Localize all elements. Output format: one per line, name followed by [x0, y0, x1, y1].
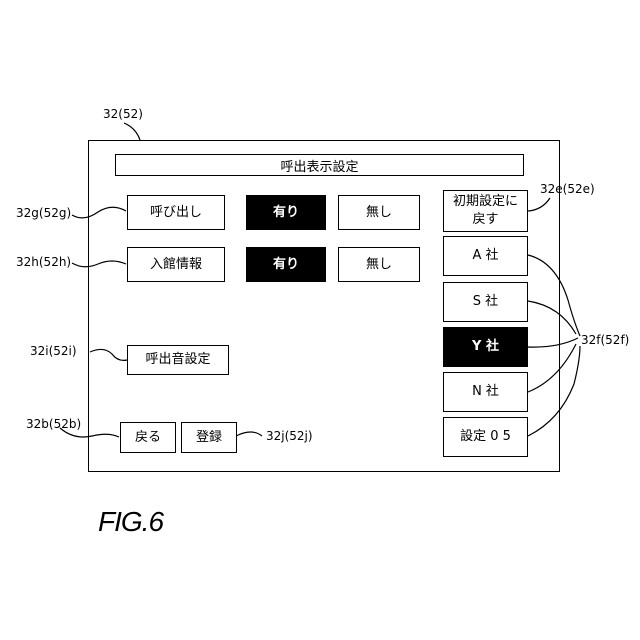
- screen-title: 呼出表示設定: [115, 154, 524, 176]
- ref-label-back: 32b(52b): [26, 418, 81, 430]
- setting-05-button[interactable]: 設定 0 5: [443, 417, 528, 457]
- entry-info-no-button[interactable]: 無し: [338, 247, 420, 282]
- call-no-button[interactable]: 無し: [338, 195, 420, 230]
- company-s-button[interactable]: S 社: [443, 282, 528, 322]
- entry-info-label-button[interactable]: 入館情報: [127, 247, 225, 282]
- ref-label-screen: 32(52): [103, 108, 143, 120]
- reset-to-default-button[interactable]: 初期設定に 戻す: [443, 190, 528, 232]
- company-n-button[interactable]: N 社: [443, 372, 528, 412]
- ref-label-reset: 32e(52e): [540, 183, 595, 195]
- figure-label: FIG.6: [98, 506, 163, 538]
- back-button[interactable]: 戻る: [120, 422, 176, 453]
- call-label-button[interactable]: 呼び出し: [127, 195, 225, 230]
- entry-info-yes-button[interactable]: 有り: [246, 247, 326, 282]
- call-sound-settings-button[interactable]: 呼出音設定: [127, 345, 229, 375]
- company-a-button[interactable]: A 社: [443, 236, 528, 276]
- ref-label-register: 32j(52j): [266, 430, 313, 442]
- register-button[interactable]: 登録: [181, 422, 237, 453]
- company-y-button[interactable]: Y 社: [443, 327, 528, 367]
- ref-label-call: 32g(52g): [16, 207, 71, 219]
- ref-label-entry: 32h(52h): [16, 256, 71, 268]
- ref-label-sound: 32i(52i): [30, 345, 77, 357]
- ref-label-companies: 32f(52f): [581, 334, 629, 346]
- call-yes-button[interactable]: 有り: [246, 195, 326, 230]
